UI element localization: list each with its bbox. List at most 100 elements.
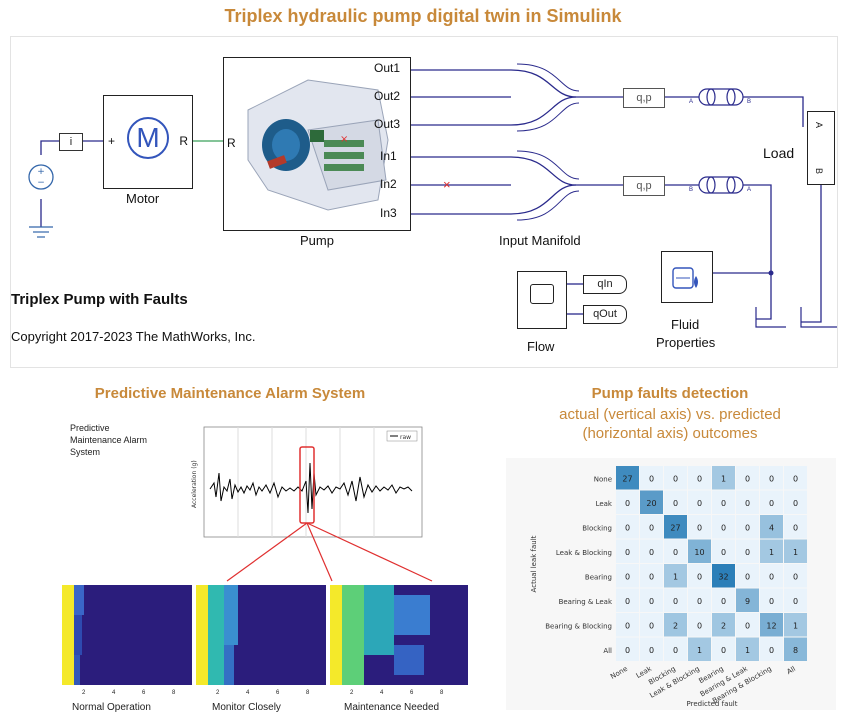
pump-port-out3: Out3: [374, 117, 401, 131]
fluid-properties-block[interactable]: [661, 251, 713, 303]
confusion-cell: [664, 515, 687, 539]
confusion-col-label: All: [785, 665, 797, 676]
confusion-cell-value: 27: [622, 474, 632, 483]
sensor-block-top[interactable]: q,p: [623, 88, 665, 108]
confusion-cell-value: 0: [721, 499, 726, 508]
confusion-cell-value: 1: [673, 572, 678, 581]
svg-text:−: −: [37, 178, 45, 188]
confusion-cell: [736, 539, 759, 563]
pump-block[interactable]: R ×: [223, 57, 411, 231]
load-port-a: A: [814, 121, 825, 129]
confusion-cell-value: 0: [745, 572, 750, 581]
panel-caption-maintenance: Maintenance Needed: [344, 702, 440, 713]
confusion-cell: [736, 588, 759, 612]
confusion-cell-value: 2: [673, 621, 678, 630]
panel3-tick-4: 4: [380, 690, 384, 696]
confusion-cell-value: 1: [697, 646, 702, 655]
pipe-bottom-port-a: A: [747, 187, 752, 193]
confusion-cell-value: 0: [721, 548, 726, 557]
confusion-cell: [688, 564, 711, 588]
confusion-cell: [688, 515, 711, 539]
confusion-cell: [616, 515, 639, 539]
page-title: Triplex hydraulic pump digital twin in S…: [224, 6, 622, 26]
confusion-cell-value: 8: [793, 646, 798, 655]
confusion-cell: [664, 539, 687, 563]
confusion-cell: [736, 613, 759, 637]
current-source-icon[interactable]: + −: [27, 153, 57, 201]
flow-input-qin-label: qIn: [597, 278, 613, 290]
confusion-subtitle-2: (horizontal axis) outcomes: [582, 425, 758, 442]
alarm-section-title: Predictive Maintenance Alarm System: [94, 385, 366, 402]
confusion-subtitle-1: actual (vertical axis) vs. predicted: [559, 406, 781, 423]
confusion-cell-value: 9: [745, 597, 750, 606]
scope-screen-icon: [530, 284, 554, 304]
panel1-tick-4: 4: [112, 690, 116, 696]
confusion-cell: [640, 588, 663, 612]
confusion-cell-value: 0: [625, 572, 630, 581]
model-copyright: Copyright 2017-2023 The MathWorks, Inc.: [11, 329, 256, 344]
confusion-row-label: None: [594, 475, 612, 483]
confusion-cell: [760, 466, 783, 490]
confusion-cell: [688, 588, 711, 612]
confusion-cell: [784, 539, 807, 563]
confusion-cell-value: 0: [721, 646, 726, 655]
confusion-cell-value: 0: [721, 597, 726, 606]
confusion-cell-value: 0: [673, 474, 678, 483]
panel3-tick-8: 8: [440, 690, 444, 696]
alarm-y-axis: Acceleration (g): [191, 460, 198, 508]
confusion-cell-value: 0: [745, 474, 750, 483]
confusion-cell: [688, 637, 711, 661]
load-port-b: B: [814, 167, 825, 175]
motor-port-plus: +: [108, 134, 116, 148]
input-manifold-label: Input Manifold: [499, 233, 581, 248]
confusion-cell: [760, 490, 783, 514]
pump-port-out2: Out2: [374, 89, 401, 103]
confusion-cell: [640, 637, 663, 661]
confusion-cell-value: 32: [718, 572, 728, 581]
confusion-cell: [760, 515, 783, 539]
confusion-cell: [712, 588, 735, 612]
sensor-top-label: q,p: [636, 92, 652, 104]
flow-label: Flow: [527, 339, 555, 354]
pump-illustration: ×: [247, 79, 389, 211]
panel2-tick-6: 6: [276, 690, 280, 696]
sensor-block-bottom[interactable]: q,p: [623, 176, 665, 196]
confusion-cell-value: 0: [625, 597, 630, 606]
simulink-model[interactable]: + − i M + R Motor R × Pump × Out1: [10, 36, 838, 368]
motor-block[interactable]: M + R: [103, 95, 193, 189]
panel2-tick-4: 4: [246, 690, 250, 696]
current-sensor-block[interactable]: i: [59, 133, 83, 151]
confusion-y-label: Actual leak fault: [530, 535, 538, 592]
confusion-cell-value: 2: [721, 621, 726, 630]
motor-symbol: M: [136, 122, 160, 153]
alarm-figure: Predictive Maintenance Alarm System raw …: [62, 413, 468, 713]
svg-text:+: +: [37, 167, 45, 177]
load-block[interactable]: A B: [807, 111, 835, 185]
confusion-cell: [688, 613, 711, 637]
confusion-cell-value: 0: [793, 474, 798, 483]
flow-scope-block[interactable]: [517, 271, 567, 329]
confusion-cell: [712, 637, 735, 661]
confusion-title: Pump faults detection: [591, 385, 749, 402]
confusion-cell: [664, 490, 687, 514]
confusion-cell-value: 1: [793, 548, 798, 557]
panel1-tick-6: 6: [142, 690, 146, 696]
confusion-cell: [616, 490, 639, 514]
confusion-cell: [760, 564, 783, 588]
confusion-row-label: Bearing: [585, 573, 612, 581]
confusion-cell-value: 0: [625, 621, 630, 630]
panel-caption-normal: Normal Operation: [72, 702, 151, 713]
confusion-cell: [736, 466, 759, 490]
flow-input-qin[interactable]: qIn: [583, 275, 627, 294]
confusion-cell-value: 0: [793, 597, 798, 606]
flow-input-qout[interactable]: qOut: [583, 305, 627, 324]
confusion-cell-value: 10: [694, 548, 704, 557]
confusion-cell: [760, 539, 783, 563]
pump-port-in1: In1: [380, 149, 397, 163]
confusion-cell: [760, 588, 783, 612]
confusion-cell: [712, 613, 735, 637]
panel1-tick-2: 2: [82, 690, 86, 696]
confusion-cell: [616, 539, 639, 563]
pipe-top-port-a: A: [689, 99, 694, 105]
confusion-cell-value: 0: [697, 597, 702, 606]
